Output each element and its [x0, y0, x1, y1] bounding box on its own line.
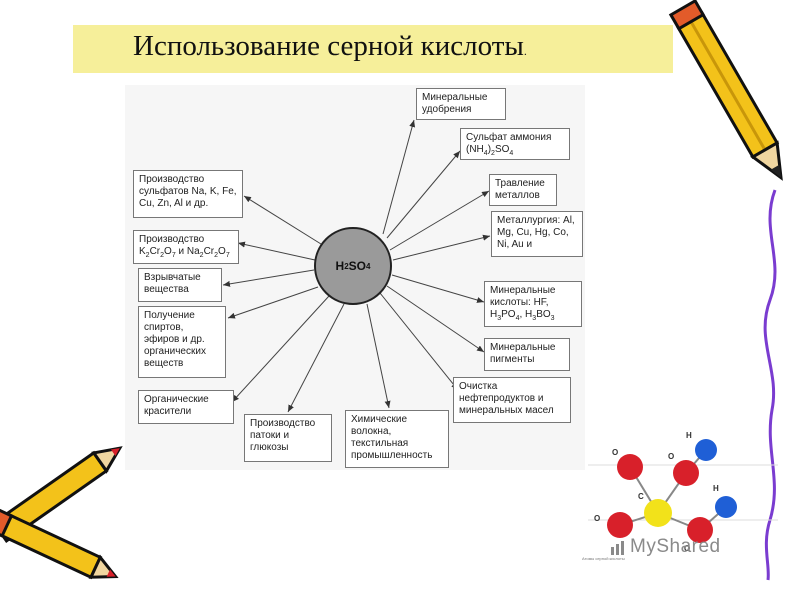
box-oil-refining: Очистка нефтепродуктов и минеральных мас… [453, 377, 571, 423]
box-organic-dyes-text: Органические красители [144, 394, 209, 417]
mol-label: C [638, 492, 644, 501]
arrow-acids [391, 274, 485, 303]
box-chromates-line1: Производство [139, 234, 205, 245]
arrow-oil [379, 292, 459, 391]
slide-title-text: Использование серной кислоты [133, 30, 524, 62]
box-mineral-fertilizers-text: Минеральные удобрения [422, 92, 488, 115]
arrow-molasses [287, 303, 345, 413]
box-mineral-acids-line1: Минеральные кислоты: HF, [490, 285, 556, 308]
f-bo: BO [536, 309, 551, 320]
box-molasses-glucose-text: Производство патоки и глюкозы [250, 418, 316, 453]
mol-label: H [713, 484, 719, 493]
slide-title: Использование серной кислоты. [133, 30, 527, 63]
box-sulfates-text: Производство сульфатов Na, K, Fe, Cu, Zn… [139, 174, 237, 209]
f-sub: 4 [509, 150, 514, 157]
f-sub: 2 [199, 252, 204, 259]
hub-o-sub: 4 [366, 261, 371, 271]
box-metal-etching-text: Травление металлов [495, 178, 545, 201]
box-ammonium-sulfate: Сульфат аммония (NH4)2SO4 [460, 128, 570, 160]
f-sub: 4 [483, 150, 488, 157]
f-sub: 3 [550, 315, 555, 322]
f-paren: ) [487, 144, 492, 155]
box-ammonium-sulfate-line1: Сульфат аммония [466, 132, 552, 143]
box-organic-dyes: Органические красители [138, 390, 234, 424]
molecule-model: O H O C H O O [588, 431, 778, 553]
arrow-ammonium [386, 150, 461, 239]
arrow-alcohols [227, 286, 319, 319]
watermark: MyShared [630, 536, 721, 557]
f-sub: 2 [145, 252, 150, 259]
box-explosives-text: Взрывчатые вещества [144, 272, 201, 295]
mol-label: O [612, 448, 618, 457]
f-sub: 7 [171, 252, 176, 259]
box-mineral-pigments: Минеральные пигменты [484, 338, 570, 371]
hub-h-sub: 2 [344, 261, 349, 271]
box-mineral-acids: Минеральные кислоты: HF, H3PO4, H3BO3 [484, 281, 582, 327]
hub-h: H [335, 259, 345, 273]
arrow-explosives [222, 269, 315, 287]
box-metal-etching: Травление металлов [489, 174, 557, 206]
f-sub: 4 [515, 315, 520, 322]
f-sub: 2 [214, 252, 219, 259]
f-cr: Cr [149, 246, 161, 257]
arrow-pigments [386, 285, 485, 353]
box-metallurgy: Металлургия: Al, Mg, Cu, Hg, Co, Ni, Au … [491, 211, 583, 257]
f-sub: 2 [491, 150, 495, 157]
box-metallurgy-text: Металлургия: Al, Mg, Cu, Hg, Co, Ni, Au … [497, 215, 575, 250]
slide-title-dot: . [523, 44, 527, 58]
oxygen-atom-icon [617, 454, 643, 480]
arrow-sulfates [243, 195, 322, 245]
f-sub: 2 [160, 252, 165, 259]
hydrogen-atom-icon [715, 496, 737, 518]
f-so: SO [494, 144, 510, 155]
f-h: , H [519, 309, 533, 320]
arrow-fibers [366, 303, 391, 409]
arrow-dyes [231, 295, 330, 403]
f-sub: 3 [532, 315, 537, 322]
f-k: K [139, 246, 146, 257]
box-mineral-fertilizers: Минеральные удобрения [416, 88, 506, 120]
f-cr: Cr [203, 246, 215, 257]
arrow-etching [389, 190, 490, 251]
hub-so: SO [348, 259, 366, 273]
title-banner [73, 25, 673, 73]
hydrogen-atom-icon [695, 439, 717, 461]
box-chromates: Производство K2Cr2O7 и Na2Cr2O7 [133, 230, 239, 264]
box-sulfates: Производство сульфатов Na, K, Fe, Cu, Zn… [133, 170, 243, 218]
f-nh: (NH [466, 144, 484, 155]
f-na: и Na [175, 246, 200, 257]
box-chemical-fibers-text: Химические волокна, текстильная промышле… [351, 414, 433, 461]
molecule-caption: Атомы серной кислоты [582, 556, 625, 561]
box-chemical-fibers: Химические волокна, текстильная промышле… [345, 410, 449, 468]
oxygen-atom-icon [687, 517, 713, 543]
sulfur-atom-icon [644, 499, 672, 527]
myshared-logo-icon [611, 541, 624, 555]
mol-label: H [686, 431, 692, 440]
f-po: PO [501, 309, 516, 320]
arrow-chromates [237, 241, 316, 261]
f-sub: 3 [497, 315, 502, 322]
box-alcohols: Получение спиртов, эфиров и др. органиче… [138, 306, 226, 378]
oxygen-atom-icon [607, 512, 633, 538]
mol-label: O [684, 544, 690, 553]
f-sub: 7 [225, 252, 230, 259]
box-oil-refining-text: Очистка нефтепродуктов и минеральных мас… [459, 381, 554, 416]
box-mineral-pigments-text: Минеральные пигменты [490, 342, 556, 365]
oxygen-atom-icon [673, 460, 699, 486]
arrow-fertilizers [382, 119, 416, 235]
f-h: H [490, 309, 498, 320]
box-explosives: Взрывчатые вещества [138, 268, 222, 302]
mol-label: O [594, 514, 600, 523]
box-molasses-glucose: Производство патоки и глюкозы [244, 414, 332, 462]
f-o: O [218, 246, 226, 257]
f-o: O [164, 246, 172, 257]
arrow-metallurgy [392, 234, 491, 261]
box-alcohols-text: Получение спиртов, эфиров и др. органиче… [144, 310, 206, 369]
mol-label: O [668, 452, 674, 461]
